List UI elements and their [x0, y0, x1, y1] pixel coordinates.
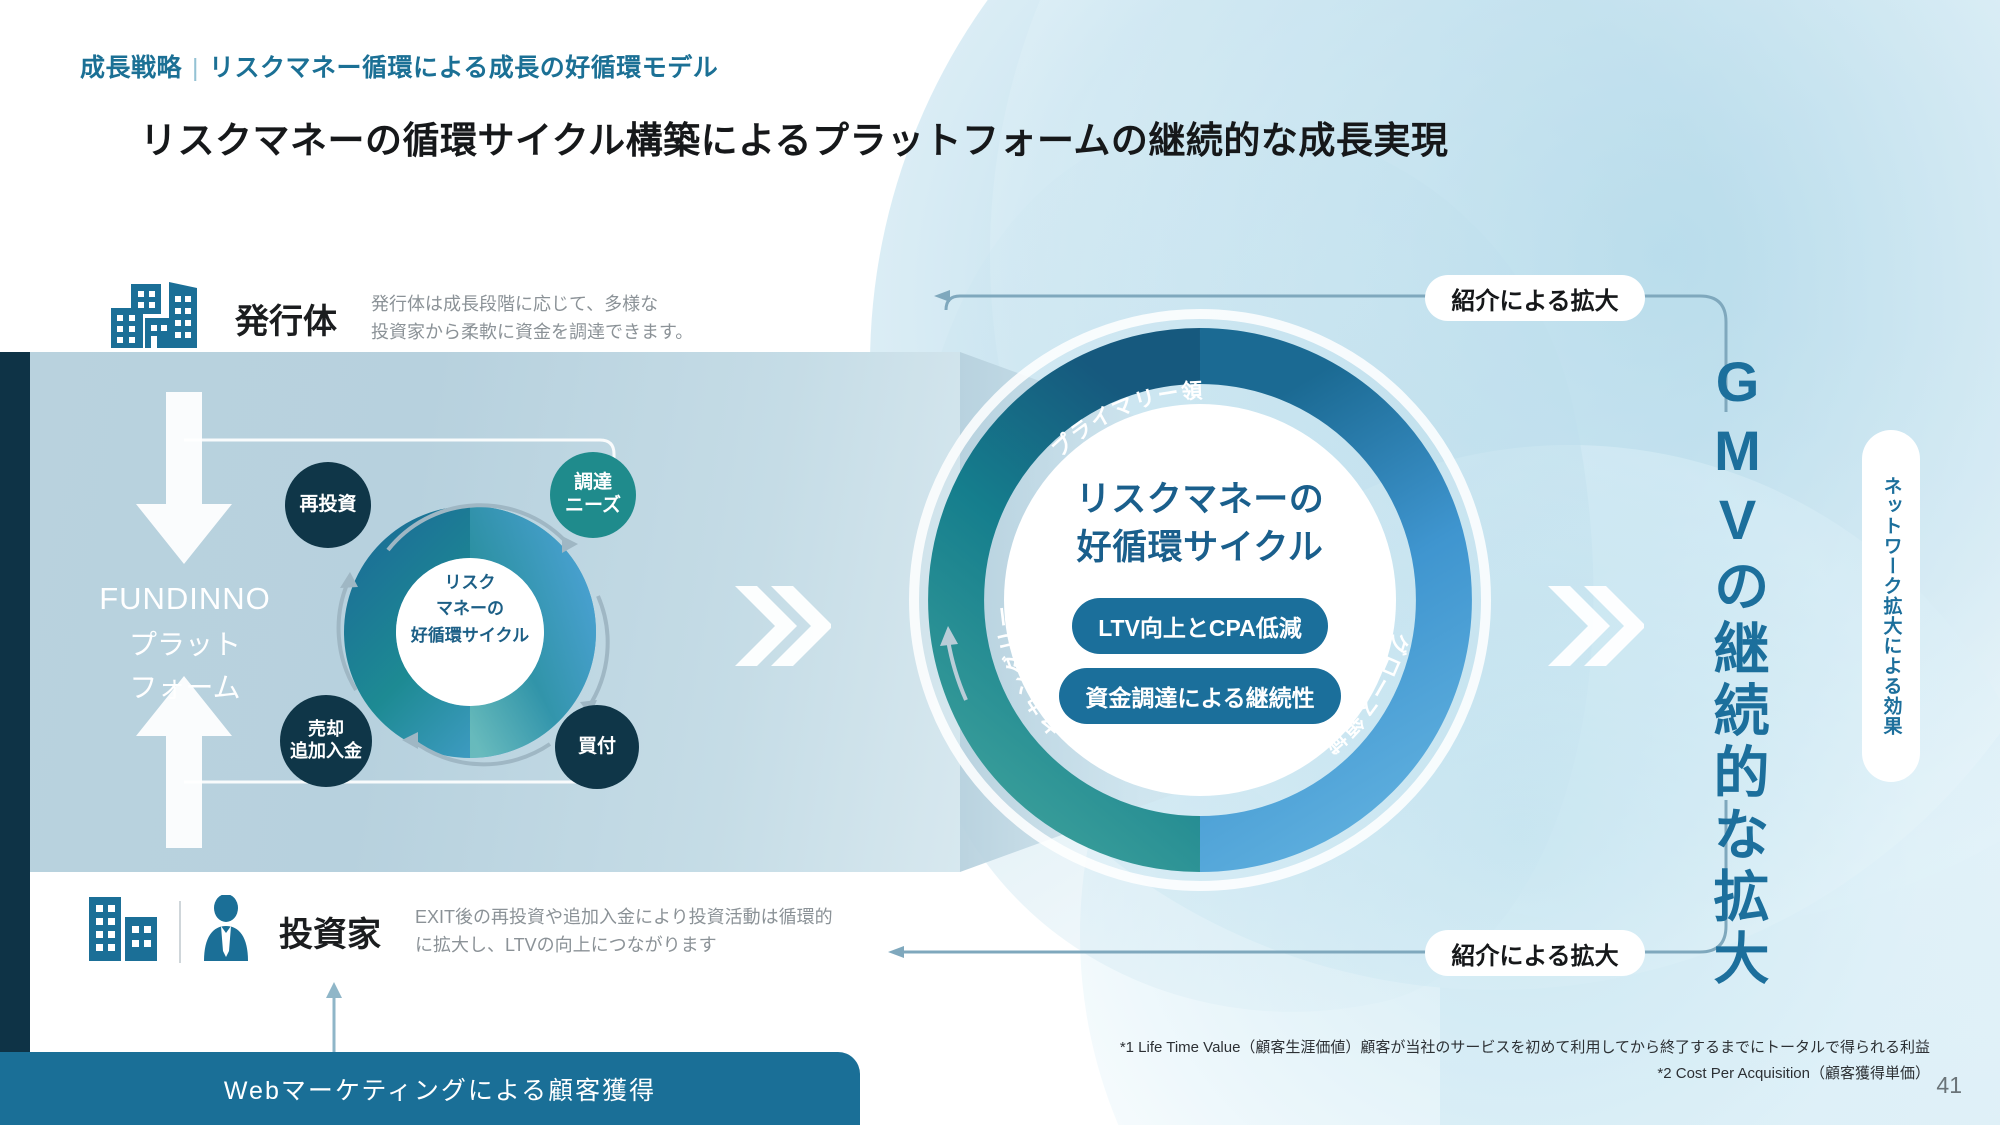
gmv-growth-label: GMVの継続的な拡大 [1706, 350, 1769, 991]
web-marketing-label: Webマーケティングによる顧客獲得 [223, 1076, 657, 1105]
role-divider [179, 900, 181, 963]
main-cycle-pill-ltv[interactable]: LTV向上とCPA低減 [1072, 598, 1328, 655]
issuer-description: 発行体は成長段階に応じて、多様な 投資家から柔軟に資金を調達できます。 [371, 291, 693, 347]
left-accent-rail [0, 352, 30, 1052]
investor-desc-line1: EXIT後の再投資や追加入金により投資活動は循環的 [415, 906, 833, 927]
cycle-node-sell-addfund-line2: 追加入金 [290, 741, 362, 761]
main-cycle-pill-funding[interactable]: 資金調達による継続性 [1059, 668, 1341, 725]
main-cycle-title-line1: リスクマネーの [1075, 479, 1325, 519]
web-marketing-bar: Webマーケティングによる顧客獲得 [0, 1052, 860, 1125]
chevron-group-left [735, 580, 833, 677]
issuer-desc-line1: 発行体は成長段階に応じて、多様な [371, 293, 659, 314]
issuer-desc-line2: 投資家から柔軟に資金を調達できます。 [371, 321, 694, 342]
platform-label: FUNDINNO プラット フォーム [60, 575, 310, 710]
cycle-node-funding-need-line2: ニーズ [564, 495, 622, 516]
issuer-row: 発行体 発行体は成長段階に応じて、多様な 投資家から柔軟に資金を調達できます。 [105, 280, 693, 357]
small-cycle-center-line2: マネーの [436, 599, 504, 619]
cycle-node-sell-addfund[interactable]: 売却 追加入金 [280, 695, 372, 787]
small-cycle-center-line1: リスク [444, 573, 496, 592]
cycle-node-purchase[interactable]: 買付 [555, 705, 639, 789]
cycle-node-reinvest-label: 再投資 [299, 493, 357, 515]
eyebrow-separator: | [192, 54, 200, 82]
page-title: リスクマネーの循環サイクル構築によるプラットフォームの継続的な成長実現 [140, 120, 1449, 161]
cycle-node-reinvest[interactable]: 再投資 [285, 462, 371, 548]
small-cycle-center-line3: 好循環サイクル [410, 625, 530, 645]
cycle-node-purchase-label: 買付 [577, 735, 616, 757]
small-cycle-center-text: リスク マネーの 好循環サイクル [385, 570, 555, 649]
platform-brand: FUNDINNO [99, 581, 271, 616]
footnote-2: *2 Cost Per Acquisition（顧客獲得単価） [1657, 1065, 1930, 1083]
main-cycle-title: リスクマネーの 好循環サイクル [1076, 476, 1325, 573]
cycle-node-funding-need-line1: 調達 [573, 472, 612, 494]
flow-arrow-down [136, 392, 232, 564]
buildings-icon [85, 895, 161, 968]
small-cycle-diagram: 再投資 調達 ニーズ 売却 追加入金 買付 リスク マネーの 好循環サイクル [280, 440, 700, 820]
slide-eyebrow: 成長戦略 | リスクマネー循環による成長の好循環モデル [80, 48, 718, 84]
referral-expansion-top: 紹介による拡大 [1425, 275, 1645, 321]
cycle-node-sell-addfund-line1: 売却 [308, 719, 344, 740]
issuer-title: 発行体 [235, 303, 337, 341]
referral-expansion-bottom: 紹介による拡大 [1425, 930, 1645, 976]
footnotes: *1 Life Time Value（顧客生涯価値）顧客が当社のサービスを初めて… [1120, 1035, 1930, 1088]
footnote-1: *1 Life Time Value（顧客生涯価値）顧客が当社のサービスを初めて… [1119, 1039, 1930, 1056]
investor-title: 投資家 [279, 916, 381, 954]
person-icon [199, 894, 253, 968]
buildings-icon [105, 280, 209, 357]
investor-row: 投資家 EXIT後の再投資や追加入金により投資活動は循環的 に拡大し、LTVの向… [85, 894, 833, 968]
main-cycle-diagram: プライマリー領域 グロース領域 セカンダリー領域 リスクマネーの 好循環サイクル… [880, 280, 1520, 920]
eyebrow-category: 成長戦略 [80, 54, 183, 82]
main-cycle-title-line2: 好循環サイクル [1076, 528, 1324, 567]
flow-arrow-up [136, 676, 232, 848]
network-effect-label: ネットワーク拡大による効果 [1862, 430, 1920, 782]
chevron-group-right [1548, 580, 1646, 677]
main-cycle-center: リスクマネーの 好循環サイクル LTV向上とCPA低減 資金調達による継続性 [1008, 408, 1392, 792]
page-number: 41 [1936, 1072, 1962, 1098]
platform-sub-line1: プラット [128, 629, 241, 661]
investor-desc-line2: に拡大し、LTVの向上につながります [415, 934, 717, 955]
eyebrow-title: リスクマネー循環による成長の好循環モデル [209, 54, 719, 82]
investor-description: EXIT後の再投資や追加入金により投資活動は循環的 に拡大し、LTVの向上につな… [415, 904, 833, 960]
cycle-node-funding-need[interactable]: 調達 ニーズ [550, 452, 636, 538]
